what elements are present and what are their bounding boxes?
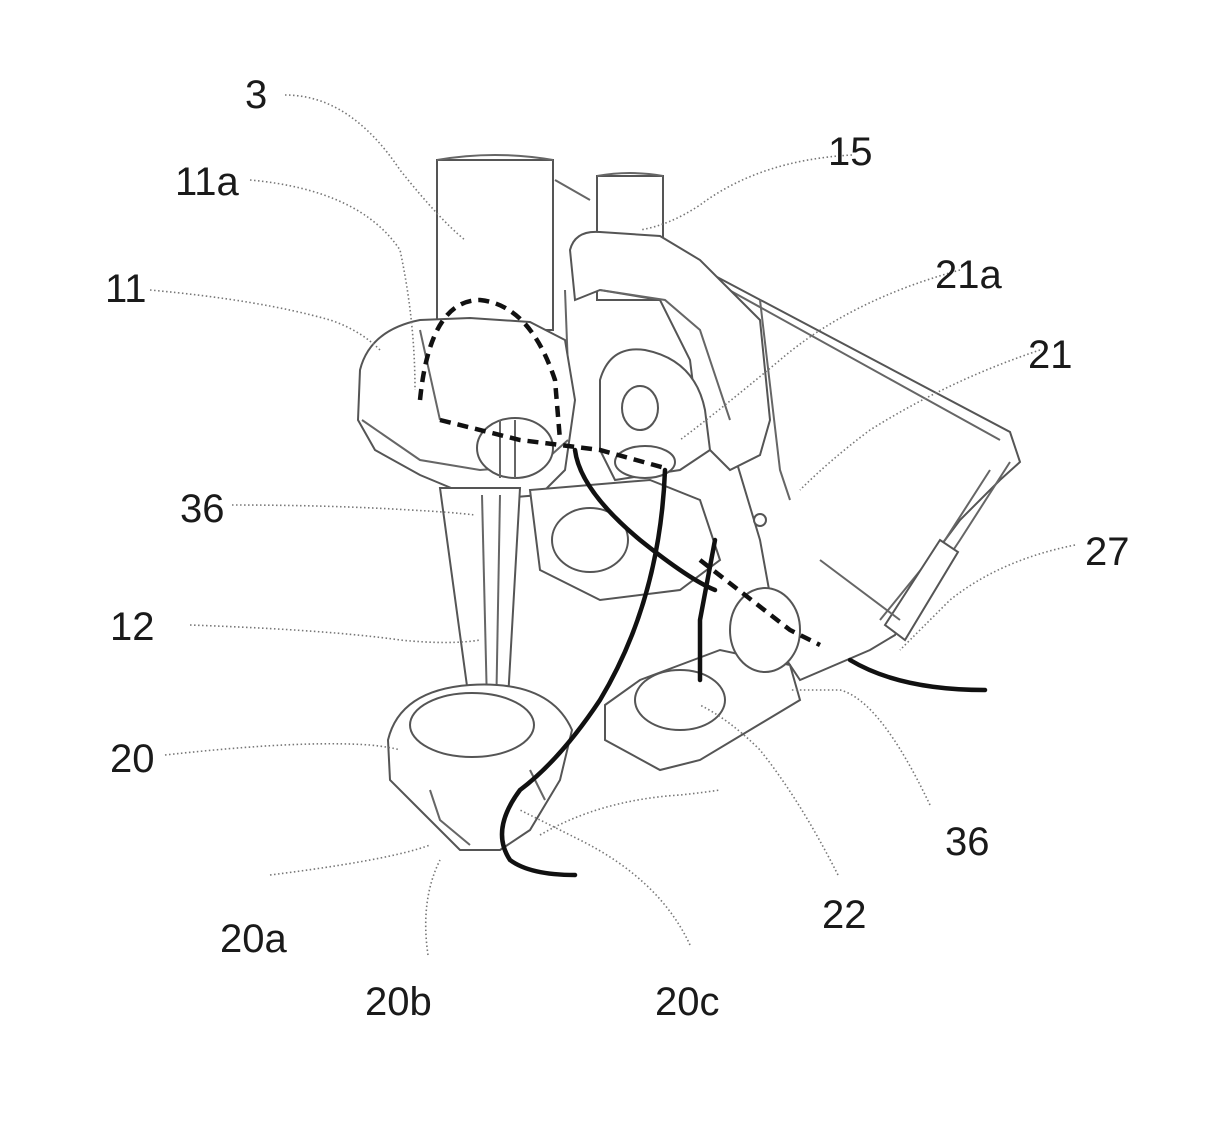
label-15: 15	[828, 130, 873, 174]
label-36-left: 36	[180, 487, 225, 531]
label-11a: 11a	[175, 160, 240, 204]
label-3: 3	[245, 73, 267, 117]
label-20a: 20a	[220, 917, 287, 961]
label-21a: 21a	[935, 253, 1002, 297]
label-21: 21	[1028, 333, 1073, 377]
label-20c: 20c	[655, 980, 720, 1024]
label-20b: 20b	[365, 980, 432, 1024]
label-36-right: 36	[945, 820, 990, 864]
label-22: 22	[822, 893, 867, 937]
needle-bar-3	[437, 155, 590, 330]
lower-cylinder	[530, 480, 720, 600]
label-20: 20	[110, 737, 155, 781]
label-11: 11	[105, 267, 147, 311]
label-27: 27	[1085, 530, 1130, 574]
label-12: 12	[110, 605, 155, 649]
